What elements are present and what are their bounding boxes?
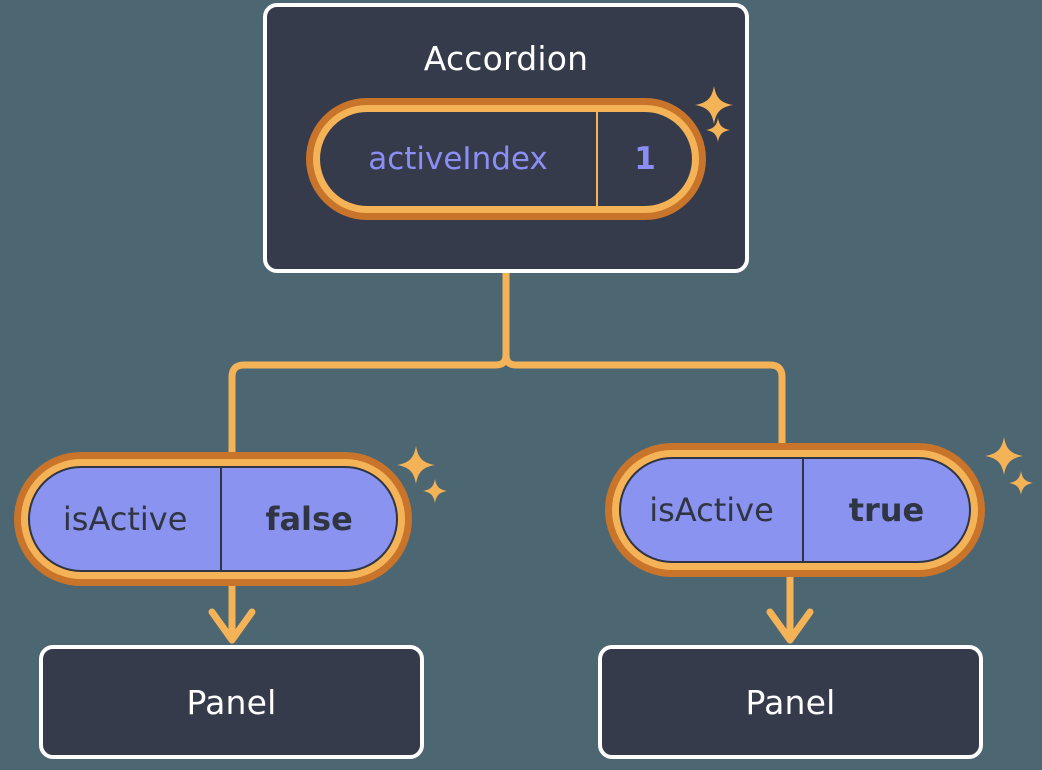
sparkle-small-icon	[422, 478, 448, 504]
panel-component-box-right[interactable]: Panel	[598, 645, 983, 759]
state-value-label: 1	[596, 112, 692, 206]
prop-pill-is-active-right[interactable]: isActive true	[605, 443, 985, 577]
sparkle-large-icon	[396, 445, 436, 485]
panel-component-box-left[interactable]: Panel	[39, 645, 424, 759]
sparkle-large-icon	[984, 436, 1024, 476]
panel-title: Panel	[186, 682, 277, 722]
state-key-label: activeIndex	[368, 140, 548, 177]
prop-key-label: isActive	[649, 491, 774, 529]
panel-title: Panel	[745, 682, 836, 722]
prop-key-label: isActive	[62, 500, 188, 538]
pill-ring: isActive true	[612, 450, 978, 570]
state-pill-active-index[interactable]: activeIndex 1	[306, 98, 706, 220]
pill-body: activeIndex 1	[320, 112, 692, 206]
sparkle-small-icon	[1008, 470, 1034, 496]
pill-ring: activeIndex 1	[313, 105, 699, 213]
prop-pill-is-active-left[interactable]: isActive false	[14, 452, 412, 586]
prop-value-label: false	[220, 468, 396, 570]
pill-ring: isActive false	[21, 459, 405, 579]
prop-value-label: true	[801, 459, 969, 561]
pill-body: isActive false	[28, 466, 398, 572]
pill-body: isActive true	[619, 457, 971, 563]
accordion-title: Accordion	[423, 39, 589, 78]
